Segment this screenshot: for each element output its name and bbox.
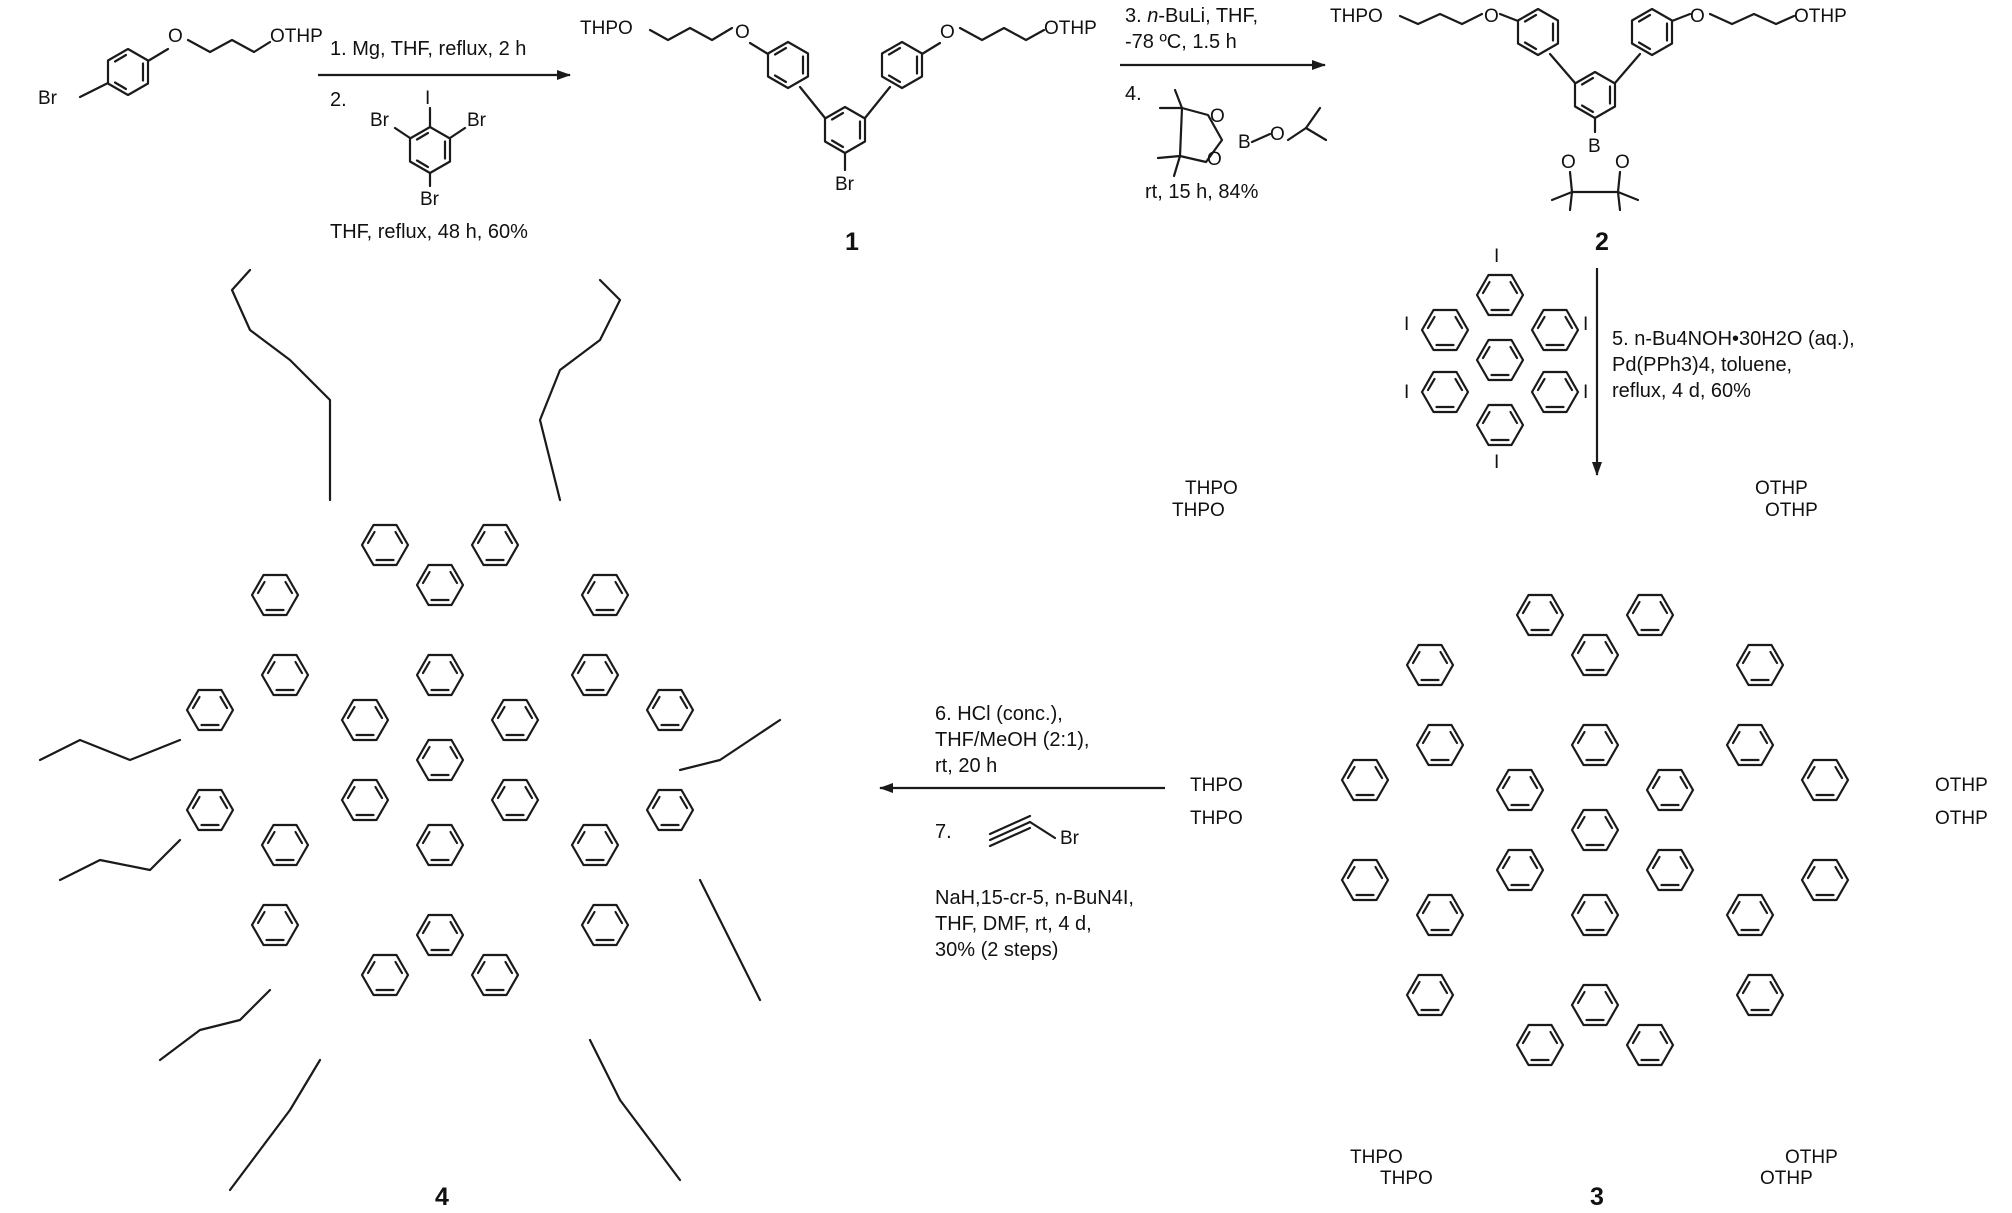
step-3-text: 3. n-BuLi, THF, <box>1125 5 1258 27</box>
svg-text:THPO: THPO <box>1380 1168 1433 1189</box>
svg-text:OTHP: OTHP <box>1935 808 1988 829</box>
svg-text:OTHP: OTHP <box>1044 18 1097 39</box>
svg-text:THPO: THPO <box>1172 500 1225 521</box>
tribromoiodobenzene: I Br Br Br <box>370 88 487 210</box>
svg-text:O: O <box>1210 106 1225 127</box>
step-4-conditions: rt, 15 h, 84% <box>1145 181 1259 203</box>
svg-text:B: B <box>1588 136 1601 157</box>
svg-text:Br: Br <box>38 88 58 109</box>
compound-2: B O O O THPO O OTHP 2 <box>1330 6 1847 256</box>
svg-text:THPO: THPO <box>1190 808 1243 829</box>
step-7-solvent: THF, DMF, rt, 4 d, <box>935 913 1092 935</box>
compound-number-3: 3 <box>1590 1183 1604 1211</box>
svg-text:B: B <box>1238 132 1251 153</box>
svg-text:THPO: THPO <box>580 18 633 39</box>
propargyl-bromide: Br <box>988 814 1080 849</box>
svg-text:OTHP: OTHP <box>1760 1168 1813 1189</box>
svg-text:I: I <box>1583 382 1588 403</box>
svg-text:Br: Br <box>1060 828 1080 849</box>
svg-text:O: O <box>940 22 955 43</box>
svg-text:O: O <box>1615 152 1630 173</box>
svg-text:I: I <box>1404 314 1409 335</box>
svg-text:I: I <box>1494 452 1499 473</box>
step-7-number: 7. <box>935 821 952 843</box>
step-6-reagent: 6. HCl (conc.), <box>935 703 1063 725</box>
compound-number-1: 1 <box>845 228 859 256</box>
compound-4: 4 <box>38 268 782 1211</box>
compound-1: Br O THPO O OTHP 1 <box>580 18 1097 256</box>
svg-text:O: O <box>168 26 183 47</box>
step-3-conditions: -78 ºC, 1.5 h <box>1125 31 1237 53</box>
svg-text:THPO: THPO <box>1350 1147 1403 1168</box>
svg-text:I: I <box>1583 314 1588 335</box>
svg-text:I: I <box>1404 382 1409 403</box>
svg-text:I: I <box>425 88 430 109</box>
svg-text:OTHP: OTHP <box>270 26 323 47</box>
svg-text:Br: Br <box>370 110 390 131</box>
svg-text:OTHP: OTHP <box>1794 6 1847 27</box>
reaction-arrow-steps-3-4: 3. n-BuLi, THF, -78 ºC, 1.5 h 4. O O B O… <box>1120 5 1328 203</box>
isopropoxy-pinacolborane: O O B O <box>1156 88 1328 178</box>
svg-text:O: O <box>1484 6 1499 27</box>
compound-number-4: 4 <box>435 1183 449 1211</box>
hexakis-iodophenyl-benzene: I I I I I I <box>1404 246 1588 473</box>
svg-text:O: O <box>1561 152 1576 173</box>
svg-text:OTHP: OTHP <box>1935 775 1988 796</box>
svg-text:THPO: THPO <box>1330 6 1383 27</box>
step-2-conditions: THF, reflux, 48 h, 60% <box>330 221 528 243</box>
svg-text:OTHP: OTHP <box>1765 500 1818 521</box>
step-7-reagents: NaH,15-cr-5, n-BuN4I, <box>935 887 1134 909</box>
step-6-conditions: rt, 20 h <box>935 755 997 777</box>
step-6-solvent: THF/MeOH (2:1), <box>935 729 1089 751</box>
svg-text:O: O <box>1270 124 1285 145</box>
step-5-catalyst: Pd(PPh3)4, toluene, <box>1612 354 1792 376</box>
step-4-number: 4. <box>1125 83 1142 105</box>
svg-text:O: O <box>1207 149 1222 170</box>
svg-text:Br: Br <box>467 110 487 131</box>
svg-text:THPO: THPO <box>1190 775 1243 796</box>
step-2-number: 2. <box>330 89 347 111</box>
compound-3: THPO THPO OTHP OTHP THPO THPO OTHP OTHP … <box>1172 478 1988 1211</box>
reaction-arrow-step-5: I I I I I I 5. n-Bu4NOH•30H2O (aq.), Pd(… <box>1404 246 1855 476</box>
compound-number-2: 2 <box>1595 228 1609 256</box>
step-5-conditions: reflux, 4 d, 60% <box>1612 380 1751 402</box>
reaction-arrow-steps-6-7: 6. HCl (conc.), THF/MeOH (2:1), rt, 20 h… <box>879 703 1165 961</box>
svg-text:O: O <box>735 22 750 43</box>
svg-text:OTHP: OTHP <box>1785 1147 1838 1168</box>
starting-material: Br O OTHP <box>38 26 323 109</box>
svg-text:I: I <box>1494 246 1499 267</box>
step-5-reagent: 5. n-Bu4NOH•30H2O (aq.), <box>1612 328 1855 350</box>
svg-text:THPO: THPO <box>1185 478 1238 499</box>
reaction-arrow-steps-1-2: 1. Mg, THF, reflux, 2 h 2. I Br Br Br TH… <box>318 38 571 243</box>
step-1-text: 1. Mg, THF, reflux, 2 h <box>330 38 526 60</box>
svg-text:O: O <box>1690 6 1705 27</box>
step-7-yield: 30% (2 steps) <box>935 939 1058 961</box>
svg-text:Br: Br <box>420 189 440 210</box>
svg-text:Br: Br <box>835 174 855 195</box>
svg-text:OTHP: OTHP <box>1755 478 1808 499</box>
